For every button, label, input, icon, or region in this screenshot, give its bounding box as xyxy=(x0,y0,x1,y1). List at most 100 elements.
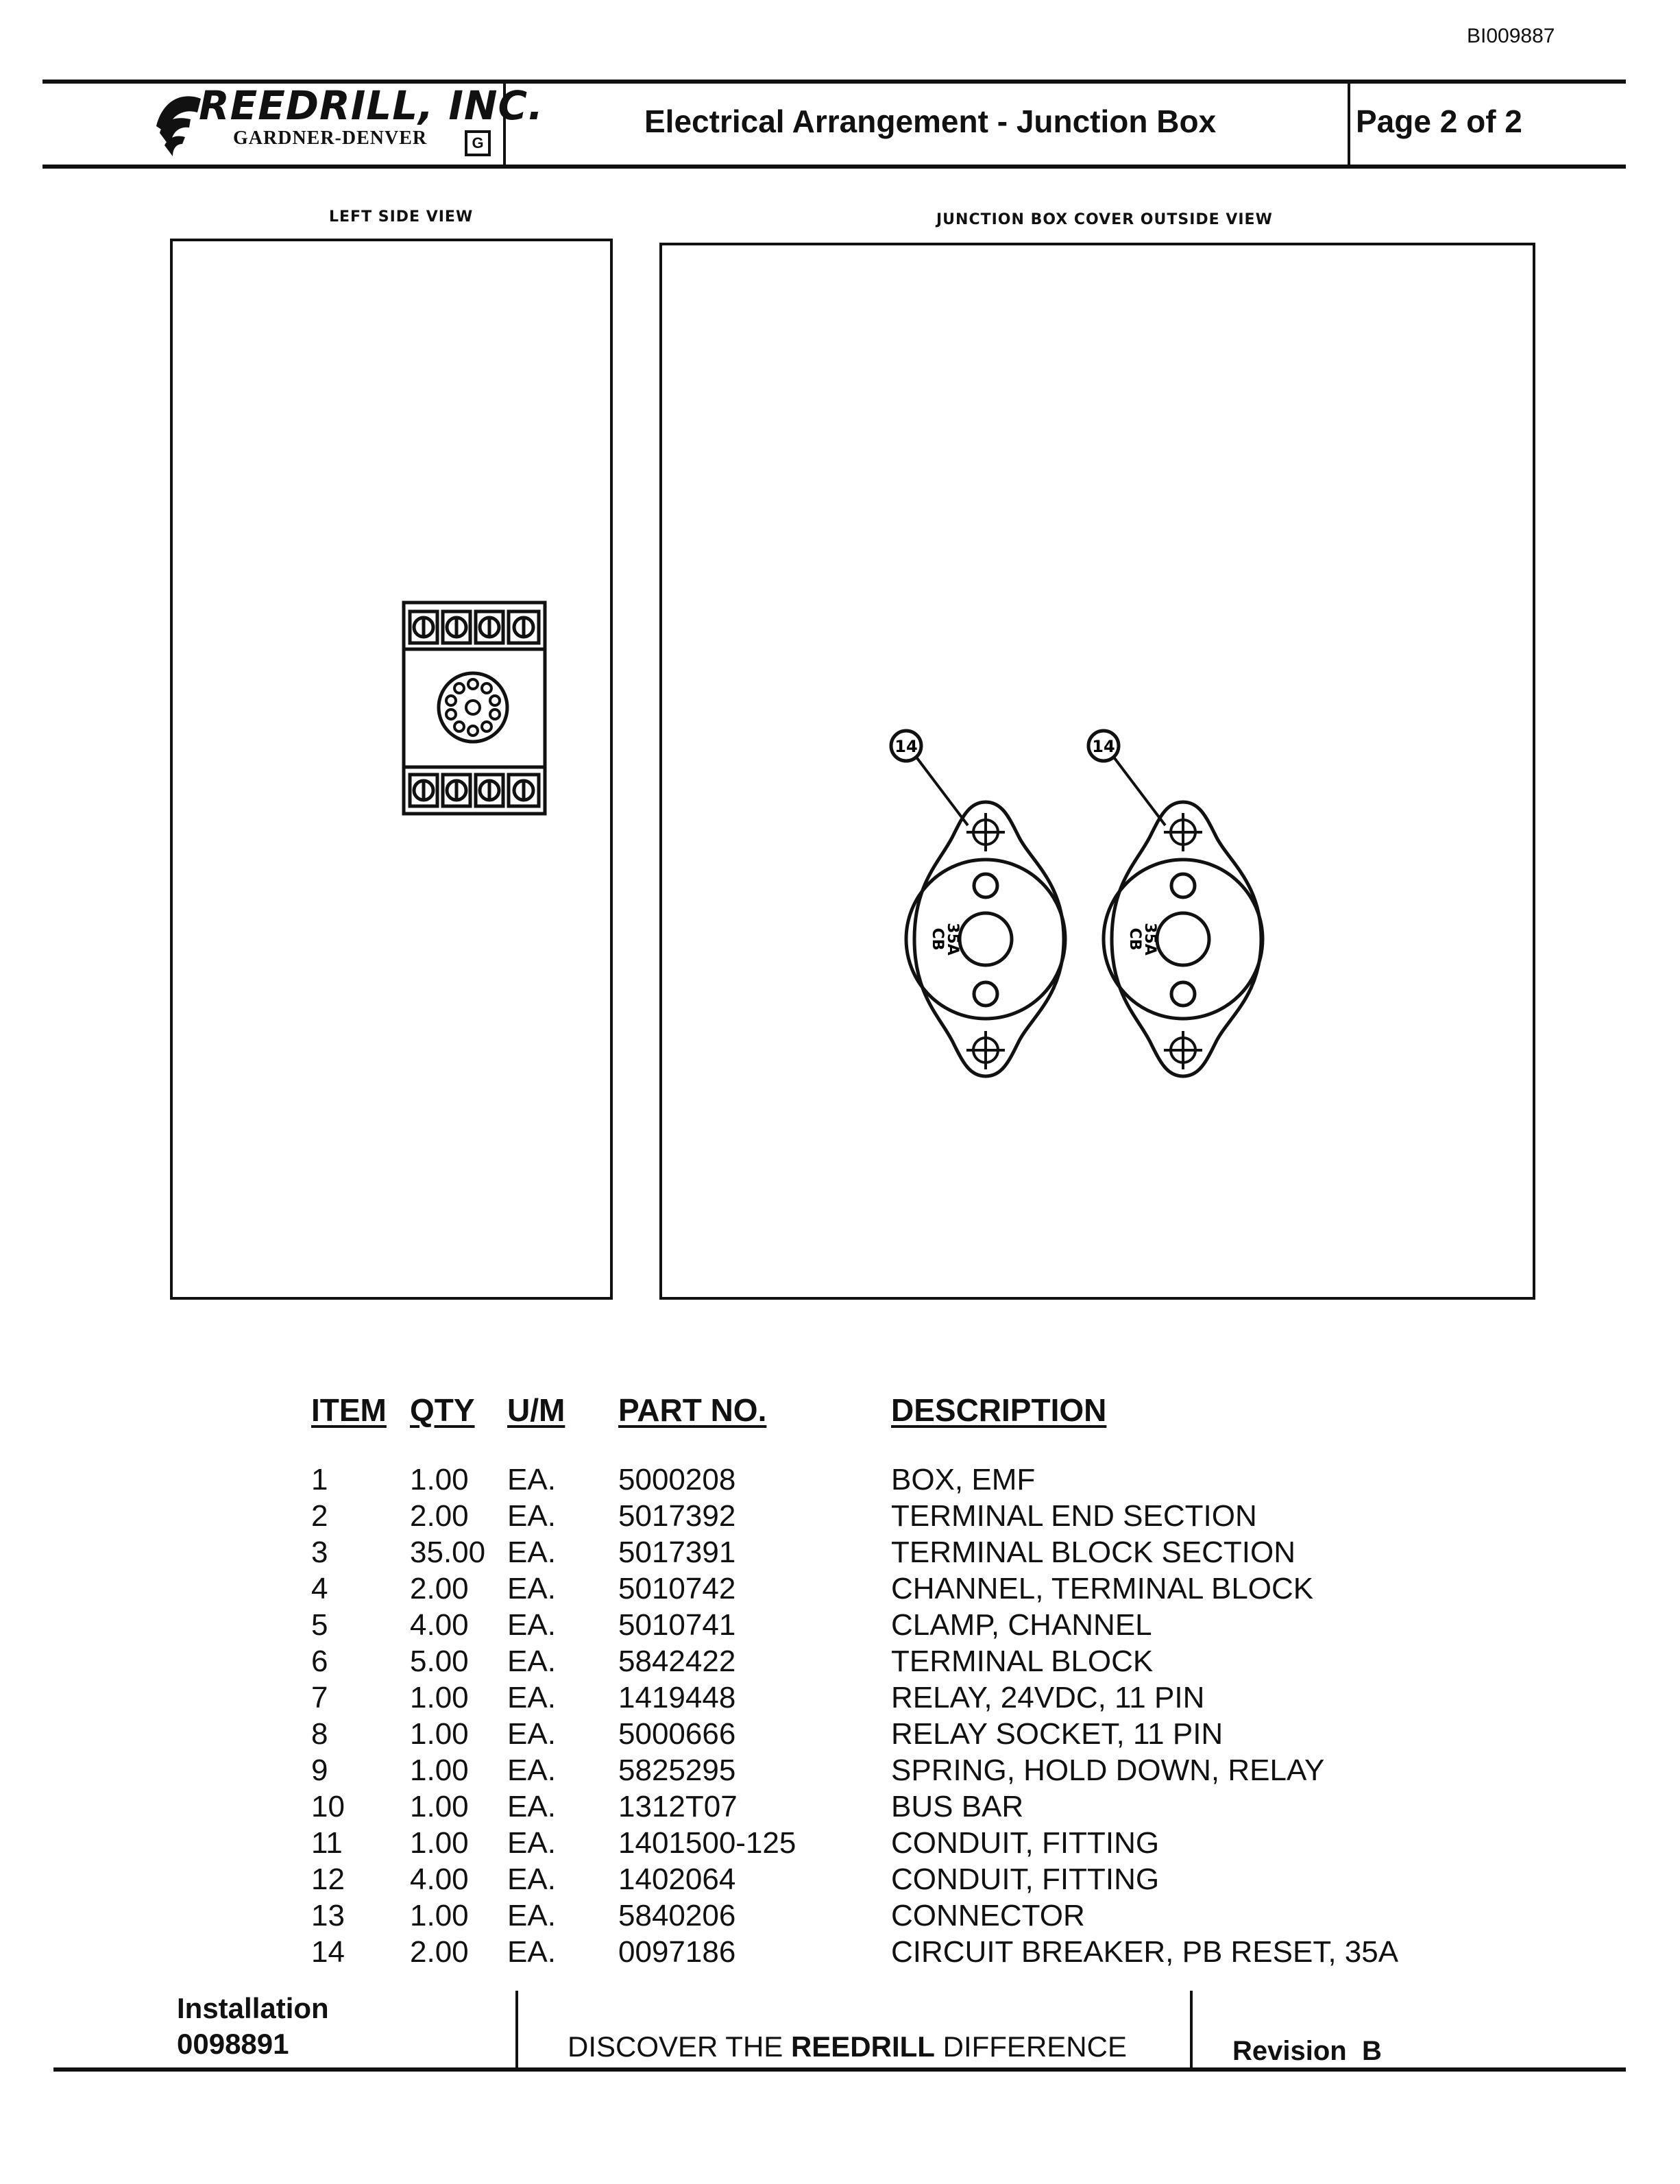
qty-cell: 35.00 xyxy=(410,1536,486,1569)
revision-value: B xyxy=(1361,2036,1382,2066)
header-divider-1 xyxy=(503,82,506,166)
left-side-view-panel xyxy=(170,239,613,1300)
um-cell: EA. xyxy=(507,1608,556,1642)
description-cell: TERMINAL BLOCK SECTION xyxy=(891,1536,1296,1569)
item-cell: 6 xyxy=(311,1645,328,1678)
parent-company-name: GARDNER-DENVER xyxy=(233,128,428,149)
um-cell: EA. xyxy=(507,1681,556,1714)
item-cell: 14 xyxy=(311,1935,345,1969)
breaker-1-label-amps: 35A xyxy=(944,923,961,956)
circuit-breaker-2-drawing: 14 CB 35A xyxy=(1086,729,1265,1078)
column-header-item: ITEM xyxy=(311,1392,387,1428)
slogan-prefix: DISCOVER THE xyxy=(568,2030,791,2063)
description-cell: CHANNEL, TERMINAL BLOCK xyxy=(891,1572,1314,1605)
description-cell: TERMINAL BLOCK xyxy=(891,1645,1154,1678)
parent-company-mark: G xyxy=(465,130,491,156)
description-cell: TERMINAL END SECTION xyxy=(891,1499,1257,1533)
part-no-cell: 5000666 xyxy=(618,1717,736,1751)
part-no-cell: 5825295 xyxy=(618,1754,736,1787)
item-cell: 3 xyxy=(311,1536,328,1569)
description-cell: CIRCUIT BREAKER, PB RESET, 35A xyxy=(891,1935,1399,1969)
qty-cell: 1.00 xyxy=(410,1754,469,1787)
um-cell: EA. xyxy=(507,1790,556,1823)
um-cell: EA. xyxy=(507,1645,556,1678)
item-cell: 13 xyxy=(311,1899,345,1932)
description-cell: CONDUIT, FITTING xyxy=(891,1863,1160,1896)
header-bottom-rule xyxy=(42,165,1626,169)
document-title: Electrical Arrangement - Junction Box xyxy=(644,104,1217,139)
column-header-description: DESCRIPTION xyxy=(891,1392,1107,1428)
qty-cell: 2.00 xyxy=(410,1499,469,1533)
header-divider-2 xyxy=(1348,82,1350,166)
description-cell: RELAY, 24VDC, 11 PIN xyxy=(891,1681,1205,1714)
part-no-cell: 5842422 xyxy=(618,1645,736,1678)
qty-cell: 4.00 xyxy=(410,1608,469,1642)
column-header-um: U/M xyxy=(507,1392,565,1428)
part-no-cell: 1401500-125 xyxy=(618,1826,796,1860)
callout-14-label-2: 14 xyxy=(1092,737,1115,756)
qty-cell: 1.00 xyxy=(410,1681,469,1714)
revision-label: Revision xyxy=(1232,2036,1347,2066)
description-cell: RELAY SOCKET, 11 PIN xyxy=(891,1717,1224,1751)
description-cell: CONDUIT, FITTING xyxy=(891,1826,1160,1860)
company-name: REEDRILL, INC. xyxy=(199,82,544,129)
part-no-cell: 0097186 xyxy=(618,1935,736,1969)
revision: Revision B xyxy=(1232,2036,1382,2067)
column-header-part-no: PART NO. xyxy=(618,1392,767,1428)
um-cell: EA. xyxy=(507,1536,556,1569)
part-no-cell: 5000208 xyxy=(618,1463,736,1496)
company-logo-icon xyxy=(156,96,201,156)
qty-cell: 5.00 xyxy=(410,1645,469,1678)
qty-cell: 1.00 xyxy=(410,1790,469,1823)
breaker-2-label-amps: 35A xyxy=(1141,923,1158,956)
qty-cell: 1.00 xyxy=(410,1826,469,1860)
slogan-brand: REEDRILL xyxy=(790,2030,935,2063)
qty-cell: 2.00 xyxy=(410,1572,469,1605)
item-cell: 1 xyxy=(311,1463,328,1496)
breaker-2-label-cb: CB xyxy=(1126,928,1143,951)
footer-divider-2 xyxy=(1190,1991,1193,2070)
um-cell: EA. xyxy=(507,1863,556,1896)
description-cell: BOX, EMF xyxy=(891,1463,1036,1496)
um-cell: EA. xyxy=(507,1754,556,1787)
item-cell: 2 xyxy=(311,1499,328,1533)
footer-divider-1 xyxy=(515,1991,518,2070)
part-no-cell: 5840206 xyxy=(618,1899,736,1932)
header-top-rule xyxy=(42,80,1626,84)
item-cell: 10 xyxy=(311,1790,345,1823)
part-no-cell: 5017391 xyxy=(618,1536,736,1569)
installation-number: 0098891 xyxy=(177,2028,289,2060)
breaker-1-label-cb: CB xyxy=(929,928,946,951)
part-no-cell: 1419448 xyxy=(618,1681,736,1714)
part-no-cell: 5010742 xyxy=(618,1572,736,1605)
um-cell: EA. xyxy=(507,1935,556,1969)
qty-cell: 1.00 xyxy=(410,1717,469,1751)
part-no-cell: 5010741 xyxy=(618,1608,736,1642)
cover-outside-view-label: JUNCTION BOX COVER OUTSIDE VIEW xyxy=(936,211,1273,228)
um-cell: EA. xyxy=(507,1463,556,1496)
item-cell: 5 xyxy=(311,1608,328,1642)
um-cell: EA. xyxy=(507,1826,556,1860)
part-no-cell: 1312T07 xyxy=(618,1790,738,1823)
description-cell: SPRING, HOLD DOWN, RELAY xyxy=(891,1754,1325,1787)
relay-socket-drawing xyxy=(402,600,547,816)
cover-outside-view-panel xyxy=(659,243,1535,1300)
footer-bottom-rule xyxy=(53,2067,1626,2072)
page-indicator: Page 2 of 2 xyxy=(1356,104,1522,139)
description-cell: CLAMP, CHANNEL xyxy=(891,1608,1152,1642)
item-cell: 11 xyxy=(311,1826,343,1860)
item-cell: 8 xyxy=(311,1717,328,1751)
qty-cell: 4.00 xyxy=(410,1863,469,1896)
item-cell: 12 xyxy=(311,1863,345,1896)
um-cell: EA. xyxy=(507,1499,556,1533)
item-cell: 4 xyxy=(311,1572,328,1605)
slogan-suffix: DIFFERENCE xyxy=(934,2030,1127,2063)
installation-label: Installation xyxy=(177,1992,329,2024)
document-id: BI009887 xyxy=(1467,25,1555,47)
description-cell: BUS BAR xyxy=(891,1790,1024,1823)
qty-cell: 1.00 xyxy=(410,1463,469,1496)
item-cell: 7 xyxy=(311,1681,328,1714)
description-cell: CONNECTOR xyxy=(891,1899,1085,1932)
item-cell: 9 xyxy=(311,1754,328,1787)
circuit-breaker-1-drawing: 14 CB 35A xyxy=(889,729,1067,1078)
